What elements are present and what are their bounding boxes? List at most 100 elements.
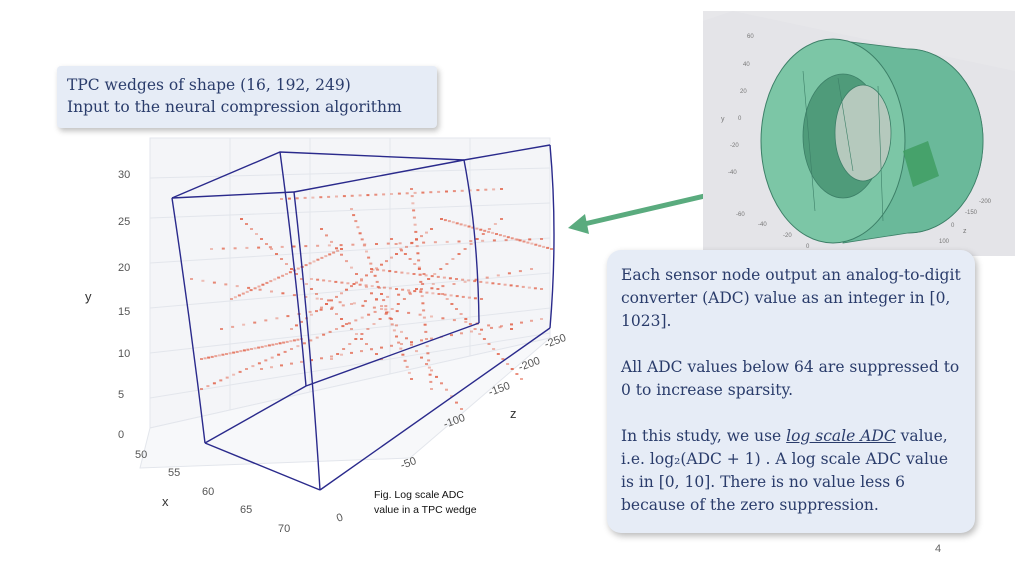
- track-hit: [436, 288, 440, 290]
- track-hit: [422, 241, 426, 244]
- track-hit: [455, 308, 458, 310]
- track-hit: [376, 285, 380, 288]
- track-hit: [407, 311, 411, 314]
- track-hit: [286, 315, 290, 318]
- track-hit: [363, 243, 367, 246]
- track-hit: [455, 401, 458, 404]
- track-hit: [464, 320, 468, 323]
- track-hit: [367, 313, 371, 316]
- track-hit: [441, 293, 445, 295]
- track-hit: [475, 227, 479, 230]
- tube-right-tick: 0: [951, 223, 955, 229]
- track-hit: [421, 191, 425, 194]
- x-tick: 65: [240, 504, 252, 516]
- track-hit: [190, 278, 193, 280]
- track-hit: [450, 303, 454, 305]
- track-hit: [385, 311, 388, 314]
- track-hit: [275, 253, 278, 255]
- track-hit: [257, 285, 261, 288]
- track-hit: [345, 288, 348, 291]
- track-hit: [273, 278, 277, 281]
- track-hit: [485, 281, 489, 284]
- particle-tracks: [190, 188, 553, 410]
- track-hit: [270, 248, 273, 250]
- track-hit: [217, 354, 221, 357]
- track-hit: [422, 316, 426, 319]
- track-hit: [402, 298, 406, 300]
- track-hit: [395, 310, 399, 313]
- track-hit: [250, 348, 253, 350]
- track-hit: [228, 352, 232, 355]
- track-hit: [491, 231, 495, 234]
- track-hit: [464, 318, 468, 320]
- tube-z-label: z: [963, 228, 967, 235]
- y-tick: 30: [118, 169, 130, 181]
- track-hit: [376, 268, 380, 271]
- x-axis-label: x: [162, 494, 169, 509]
- track-hit: [420, 288, 423, 290]
- track-hit: [342, 348, 346, 350]
- track-hit: [340, 248, 343, 250]
- track-hit: [366, 328, 370, 330]
- track-hit: [424, 274, 428, 277]
- track-hit: [322, 333, 326, 336]
- track-hit: [330, 306, 334, 309]
- track-hit: [510, 323, 513, 326]
- track-hit: [210, 355, 214, 358]
- track-hit: [257, 362, 261, 365]
- track-hit: [407, 371, 411, 374]
- tube-y-label: y: [721, 116, 725, 123]
- tube-y-tick: 40: [743, 62, 750, 68]
- track-hit: [212, 281, 216, 284]
- track-hit: [447, 220, 451, 223]
- track-hit: [498, 234, 502, 237]
- track-hit: [473, 280, 477, 283]
- track-hit: [522, 240, 526, 243]
- y-tick: 20: [118, 262, 130, 274]
- track-hit: [245, 290, 249, 293]
- track-hit: [491, 282, 495, 285]
- track-hit: [315, 293, 318, 295]
- track-hit: [425, 345, 429, 348]
- track-hit: [496, 353, 500, 355]
- track-hit: [375, 280, 379, 283]
- track-hit: [419, 290, 423, 293]
- track-hit: [400, 343, 403, 345]
- x-axis: 50 55 60 65 70 x: [135, 449, 290, 535]
- track-hit: [267, 344, 271, 347]
- track-hit: [399, 347, 403, 350]
- track-hit: [425, 363, 428, 365]
- track-hit: [302, 342, 306, 345]
- track-hit: [427, 366, 431, 369]
- x-tick: 50: [135, 449, 147, 461]
- track-hit: [316, 278, 320, 281]
- track-hit: [475, 238, 479, 240]
- track-hit: [542, 245, 546, 248]
- track-hit: [518, 270, 522, 273]
- track-hit: [420, 235, 423, 238]
- track-hit: [401, 288, 405, 291]
- track-hit: [403, 253, 407, 255]
- track-hit: [355, 273, 358, 275]
- track-hit: [330, 308, 333, 310]
- track-hit: [375, 243, 378, 245]
- track-hit: [460, 189, 464, 192]
- track-hit: [412, 273, 416, 275]
- track-hit: [219, 379, 223, 382]
- track-hit: [497, 283, 501, 285]
- track-hit: [296, 345, 300, 348]
- track-hit: [436, 275, 440, 278]
- y-tick: 25: [118, 216, 130, 228]
- track-hit: [421, 302, 425, 305]
- track-hit: [345, 260, 348, 263]
- track-hit: [424, 330, 428, 333]
- track-hit: [380, 305, 383, 308]
- track-hit: [246, 348, 250, 351]
- track-hit: [310, 278, 313, 280]
- track-hit: [288, 271, 292, 274]
- track-hit: [265, 281, 269, 284]
- track-hit: [358, 232, 362, 235]
- track-hit: [225, 376, 229, 379]
- track-hit: [550, 248, 553, 250]
- track-hit: [490, 326, 493, 329]
